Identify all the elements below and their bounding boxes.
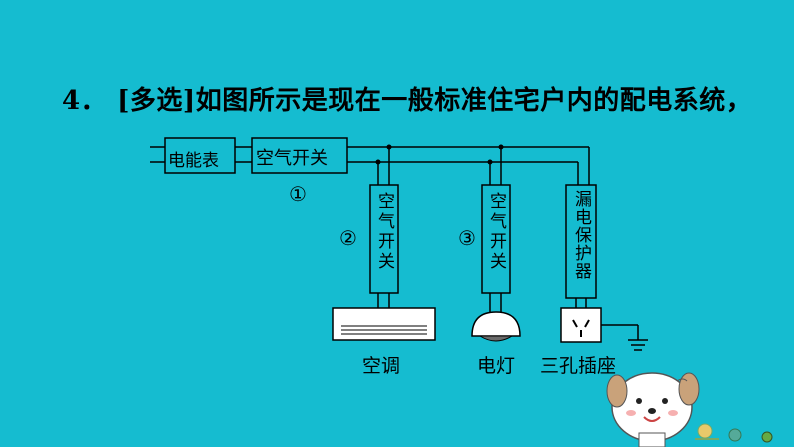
breaker-2-box — [369, 184, 399, 294]
socket-icon — [560, 307, 602, 343]
question-text: 如图所示是现在一般标准住宅户内的配电系统， — [195, 86, 753, 116]
breaker-2-label: 空气开关 — [374, 192, 394, 272]
snail-icon — [695, 423, 773, 443]
marker-2: ② — [339, 226, 357, 250]
ground-icon — [601, 324, 648, 351]
mascot-decoration — [606, 372, 773, 447]
device-socket-label: 三孔插座 — [540, 355, 617, 377]
leakage-protector-label: 漏电保护器 — [571, 190, 591, 280]
question-tag: [多选] — [117, 86, 196, 116]
meter-box — [164, 137, 236, 174]
main-breaker-label: 空气开关 — [256, 148, 328, 169]
main-breaker-box — [251, 137, 348, 174]
breaker-3-box — [481, 184, 511, 294]
marker-1: ① — [289, 182, 307, 206]
mascot-dog-icon — [606, 372, 700, 447]
marker-3: ③ — [458, 226, 476, 250]
device-ac-label: 空调 — [362, 355, 401, 377]
question-title: 4． [多选]如图所示是现在一般标准住宅户内的配电系统， — [62, 80, 752, 117]
ac-unit-icon — [332, 307, 436, 341]
question-number: 4． — [62, 86, 108, 116]
device-lamp-label: 电灯 — [477, 355, 516, 377]
meter-label: 电能表 — [168, 151, 219, 171]
leakage-protector-box — [565, 184, 597, 299]
lamp-icon — [471, 311, 521, 342]
breaker-3-label: 空气开关 — [486, 192, 506, 272]
